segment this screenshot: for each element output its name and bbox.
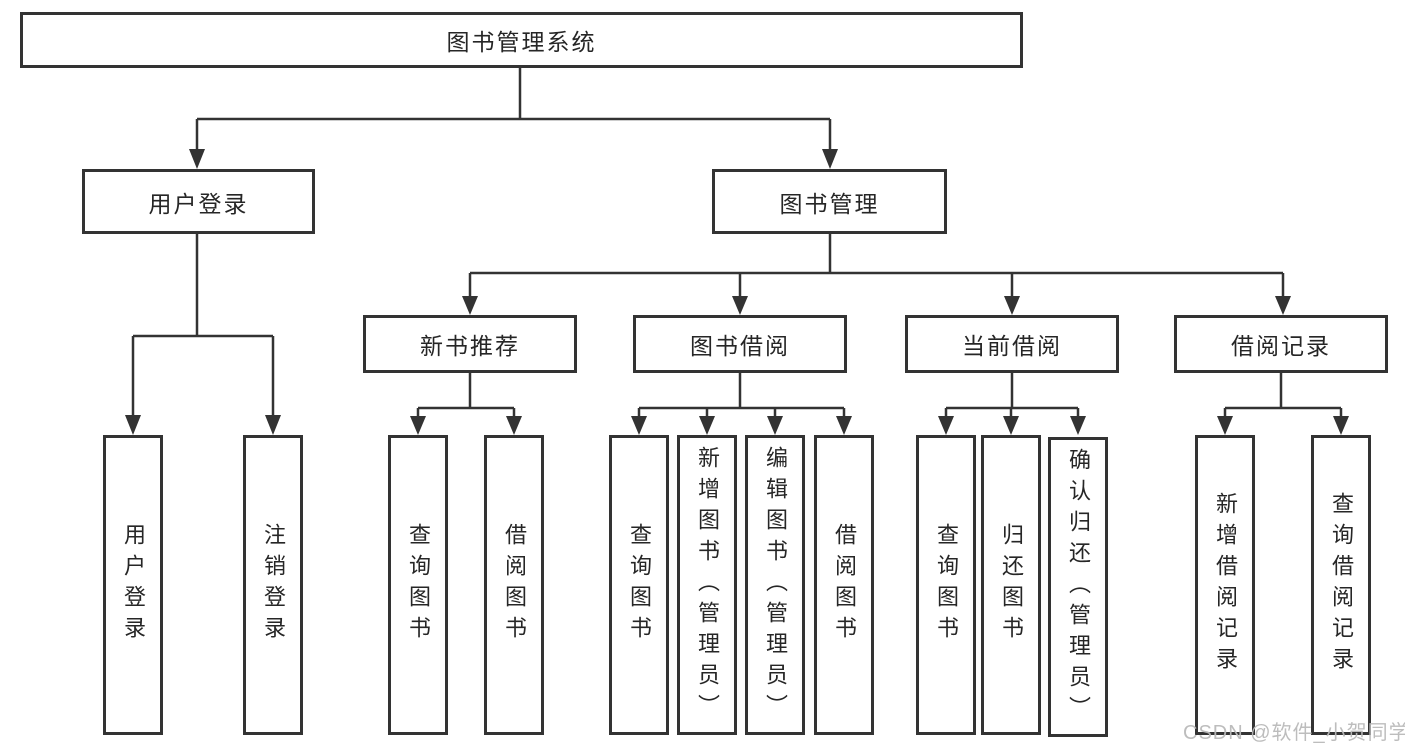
node-label: 借阅记录 bbox=[1231, 333, 1331, 359]
node-label: 新增图书（管理员） bbox=[695, 445, 720, 725]
leaf-edit-books-admin: 编辑图书（管理员） bbox=[745, 435, 805, 735]
node-label: 查询图书 bbox=[934, 523, 959, 647]
leaf-add-borrow-record: 新增借阅记录 bbox=[1195, 435, 1255, 735]
node-label: 新书推荐 bbox=[420, 333, 520, 359]
leaf-return-books: 归还图书 bbox=[981, 435, 1041, 735]
csdn-watermark: CSDN @软件_小贺同学 bbox=[1183, 722, 1405, 744]
node-root-system: 图书管理系统 bbox=[20, 12, 1023, 68]
node-label: 归还图书 bbox=[999, 523, 1024, 647]
node-label: 用户登录 bbox=[121, 523, 146, 647]
leaf-query-books-current: 查询图书 bbox=[916, 435, 976, 735]
node-label: 查询图书 bbox=[406, 523, 431, 647]
node-user-login-module: 用户登录 bbox=[82, 169, 315, 234]
leaf-user-login: 用户登录 bbox=[103, 435, 163, 735]
node-label: 借阅图书 bbox=[832, 523, 857, 647]
node-label: 借阅图书 bbox=[502, 523, 527, 647]
leaf-query-borrow-record: 查询借阅记录 bbox=[1311, 435, 1371, 735]
leaf-query-books-borrow: 查询图书 bbox=[609, 435, 669, 735]
leaf-borrow-books-recommend: 借阅图书 bbox=[484, 435, 544, 735]
node-label: 图书管理系统 bbox=[446, 29, 597, 55]
leaf-borrow-books: 借阅图书 bbox=[814, 435, 874, 735]
node-label: 查询借阅记录 bbox=[1329, 492, 1354, 678]
node-label: 注销登录 bbox=[261, 523, 286, 647]
node-label: 用户登录 bbox=[148, 190, 249, 217]
node-book-management-module: 图书管理 bbox=[712, 169, 947, 234]
node-book-borrowing: 图书借阅 bbox=[633, 315, 847, 373]
node-label: 图书管理 bbox=[779, 190, 880, 217]
node-label: 当前借阅 bbox=[962, 333, 1062, 359]
node-current-borrowing: 当前借阅 bbox=[905, 315, 1119, 373]
leaf-confirm-return-admin: 确认归还（管理员） bbox=[1048, 437, 1108, 737]
leaf-logout: 注销登录 bbox=[243, 435, 303, 735]
leaf-add-books-admin: 新增图书（管理员） bbox=[677, 435, 737, 735]
node-label: 确认归还（管理员） bbox=[1066, 447, 1091, 727]
node-label: 新增借阅记录 bbox=[1213, 492, 1238, 678]
leaf-query-books-recommend: 查询图书 bbox=[388, 435, 448, 735]
node-label: 编辑图书（管理员） bbox=[763, 445, 788, 725]
node-new-book-recommendation: 新书推荐 bbox=[363, 315, 577, 373]
node-label: 查询图书 bbox=[627, 523, 652, 647]
node-label: 图书借阅 bbox=[690, 333, 790, 359]
node-borrowing-records: 借阅记录 bbox=[1174, 315, 1388, 373]
